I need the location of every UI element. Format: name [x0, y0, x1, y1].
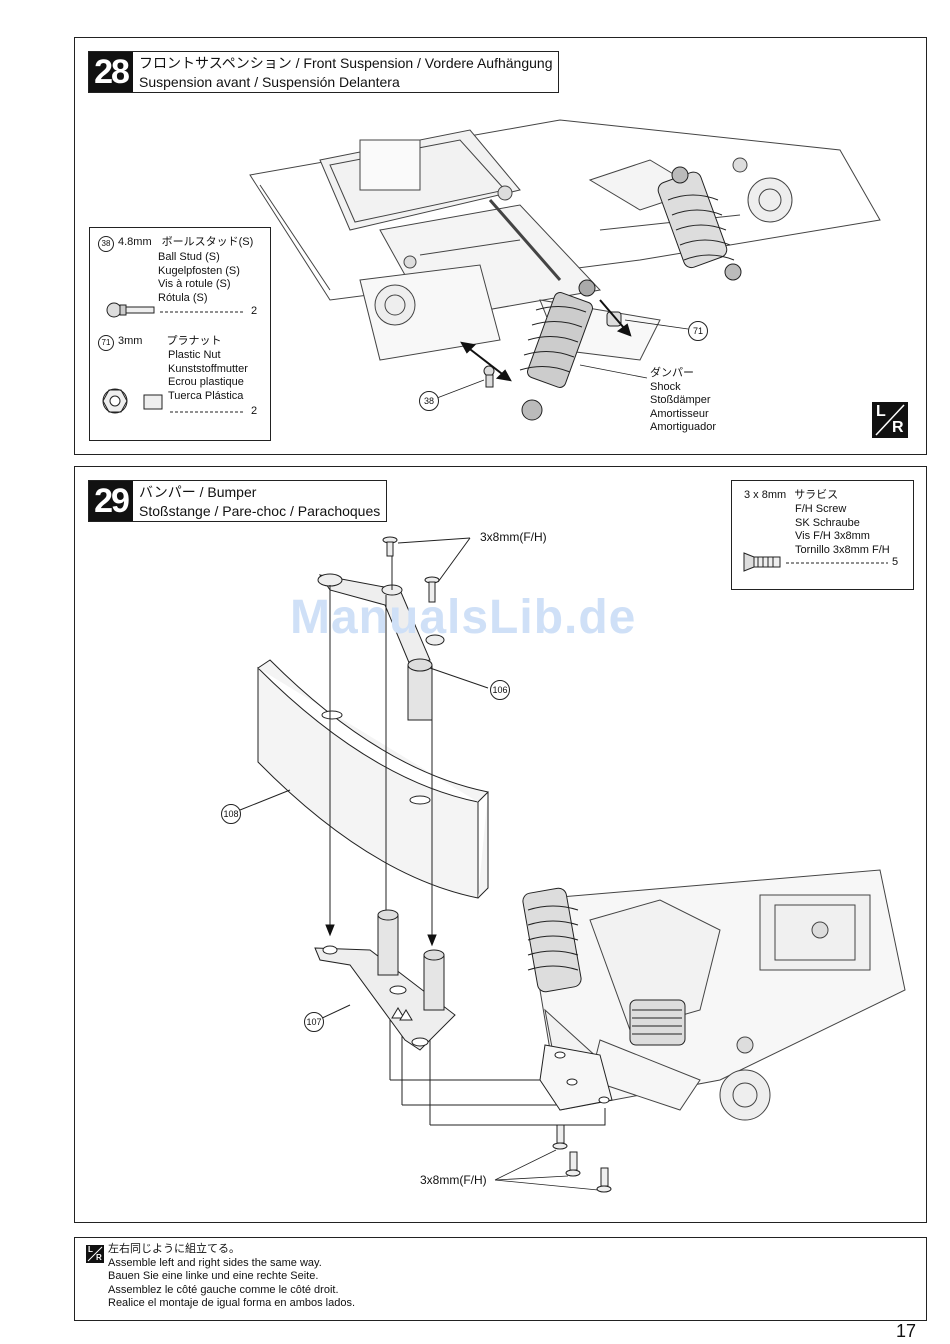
ball-stud-icon [102, 302, 245, 414]
part-71-name-en: Plastic Nut [168, 349, 221, 361]
step-29-number: 29 [89, 481, 133, 521]
step-28-parts-box: 38 4.8mm ボールスタッド(S) Ball Stud (S) Kugelp… [89, 227, 271, 441]
part-71-name-de: Kunststoffmutter [168, 362, 248, 375]
lr-badge-right: R [892, 419, 904, 436]
screw-qty: 5 [892, 556, 899, 568]
part-71-name-jp: プラナット [166, 335, 222, 347]
step-28-number: 28 [89, 52, 133, 92]
step-29-panel [74, 466, 927, 1223]
shock-label-es: Amortiguador [650, 421, 717, 433]
step-28-title-line2: Suspension avant / Suspensión Delantera [139, 74, 400, 90]
callout-106: 106 [490, 680, 510, 700]
step-28-header: 28 フロントサスペンション / Front Suspension / Vord… [88, 51, 560, 93]
note-jp: 左右同じように組立てる。 [108, 1243, 240, 1255]
part-38-name-es: Rótula (S) [158, 291, 208, 304]
step-29-header: 29 バンパー / Bumper Stoßstange / Pare-choc … [88, 480, 388, 522]
step-28-title-line1: フロントサスペンション / Front Suspension / Vordere… [139, 55, 553, 71]
screw-name-en: F/H Screw [795, 503, 847, 515]
watermark: ManualsLib.de [290, 591, 637, 644]
part-71-name-fr: Ecrou plastique [168, 376, 244, 388]
note-en: Assemble left and right sides the same w… [108, 1256, 322, 1269]
part-38-name-fr: Vis à rotule (S) [158, 278, 231, 290]
left-right-note-icon: L R [86, 1245, 104, 1263]
lr-badge-left: L [876, 403, 886, 420]
screw-name-de: SK Schraube [795, 516, 860, 529]
screw-name-fr: Vis F/H 3x8mm [795, 530, 870, 542]
callout-108: 108 [221, 804, 241, 824]
screw-label-top: 3x8mm(F/H) [480, 530, 547, 544]
part-38-qty: 2 [251, 305, 258, 317]
note-de: Bauen Sie eine linke und eine rechte Sei… [108, 1270, 319, 1282]
shock-label-fr: Amortisseur [650, 407, 709, 420]
part-38-size: 4.8mm [118, 236, 152, 248]
part-38-name-jp: ボールスタッド(S) [161, 236, 254, 248]
step-29-screw-box: 3 x 8mm サラビス F/H Screw SK Schraube Vis F… [731, 480, 914, 590]
shock-label: ダンパー Shock Stoßdämper Amortisseur Amorti… [650, 367, 716, 435]
part-71-name-es: Tuerca Plástica [168, 389, 244, 402]
part-71-size: 3mm [118, 335, 143, 347]
screw-name-jp: サラビス [794, 489, 839, 501]
note-fr: Assemblez le côté gauche comme le côté d… [108, 1283, 339, 1296]
shock-label-jp: ダンパー [650, 367, 694, 379]
callout-107: 107 [304, 1012, 324, 1032]
note-panel [74, 1237, 927, 1321]
part-71-qty: 2 [251, 405, 258, 417]
shock-label-en: Shock [650, 380, 681, 393]
note-badge-left: L [88, 1245, 93, 1254]
part-38-callout: 38 [98, 236, 114, 252]
screw-name-es: Tornillo 3x8mm F/H [795, 543, 890, 556]
part-71-callout: 71 [98, 335, 114, 351]
page-number: 17 [896, 1321, 917, 1341]
left-right-icon: L R [872, 402, 908, 438]
part-38-name-en: Ball Stud (S) [158, 251, 220, 263]
screw-size: 3 x 8mm [744, 489, 787, 501]
screw-label-bottom: 3x8mm(F/H) [420, 1173, 487, 1187]
step-29-title-line2: Stoßstange / Pare-choc / Parachoques [139, 503, 381, 519]
flat-head-screw-icon [743, 552, 888, 572]
shock-label-de: Stoßdämper [650, 394, 711, 406]
part-38-name-de: Kugelpfosten (S) [158, 264, 240, 277]
note-es: Realice el montaje de igual forma en amb… [108, 1297, 356, 1309]
note-text: 左右同じように組立てる。 Assemble left and right sid… [108, 1243, 355, 1311]
callout-38: 38 [419, 391, 439, 411]
callout-71: 71 [688, 321, 708, 341]
step-29-title-line1: バンパー / Bumper [139, 484, 257, 500]
note-badge-right: R [96, 1253, 102, 1262]
